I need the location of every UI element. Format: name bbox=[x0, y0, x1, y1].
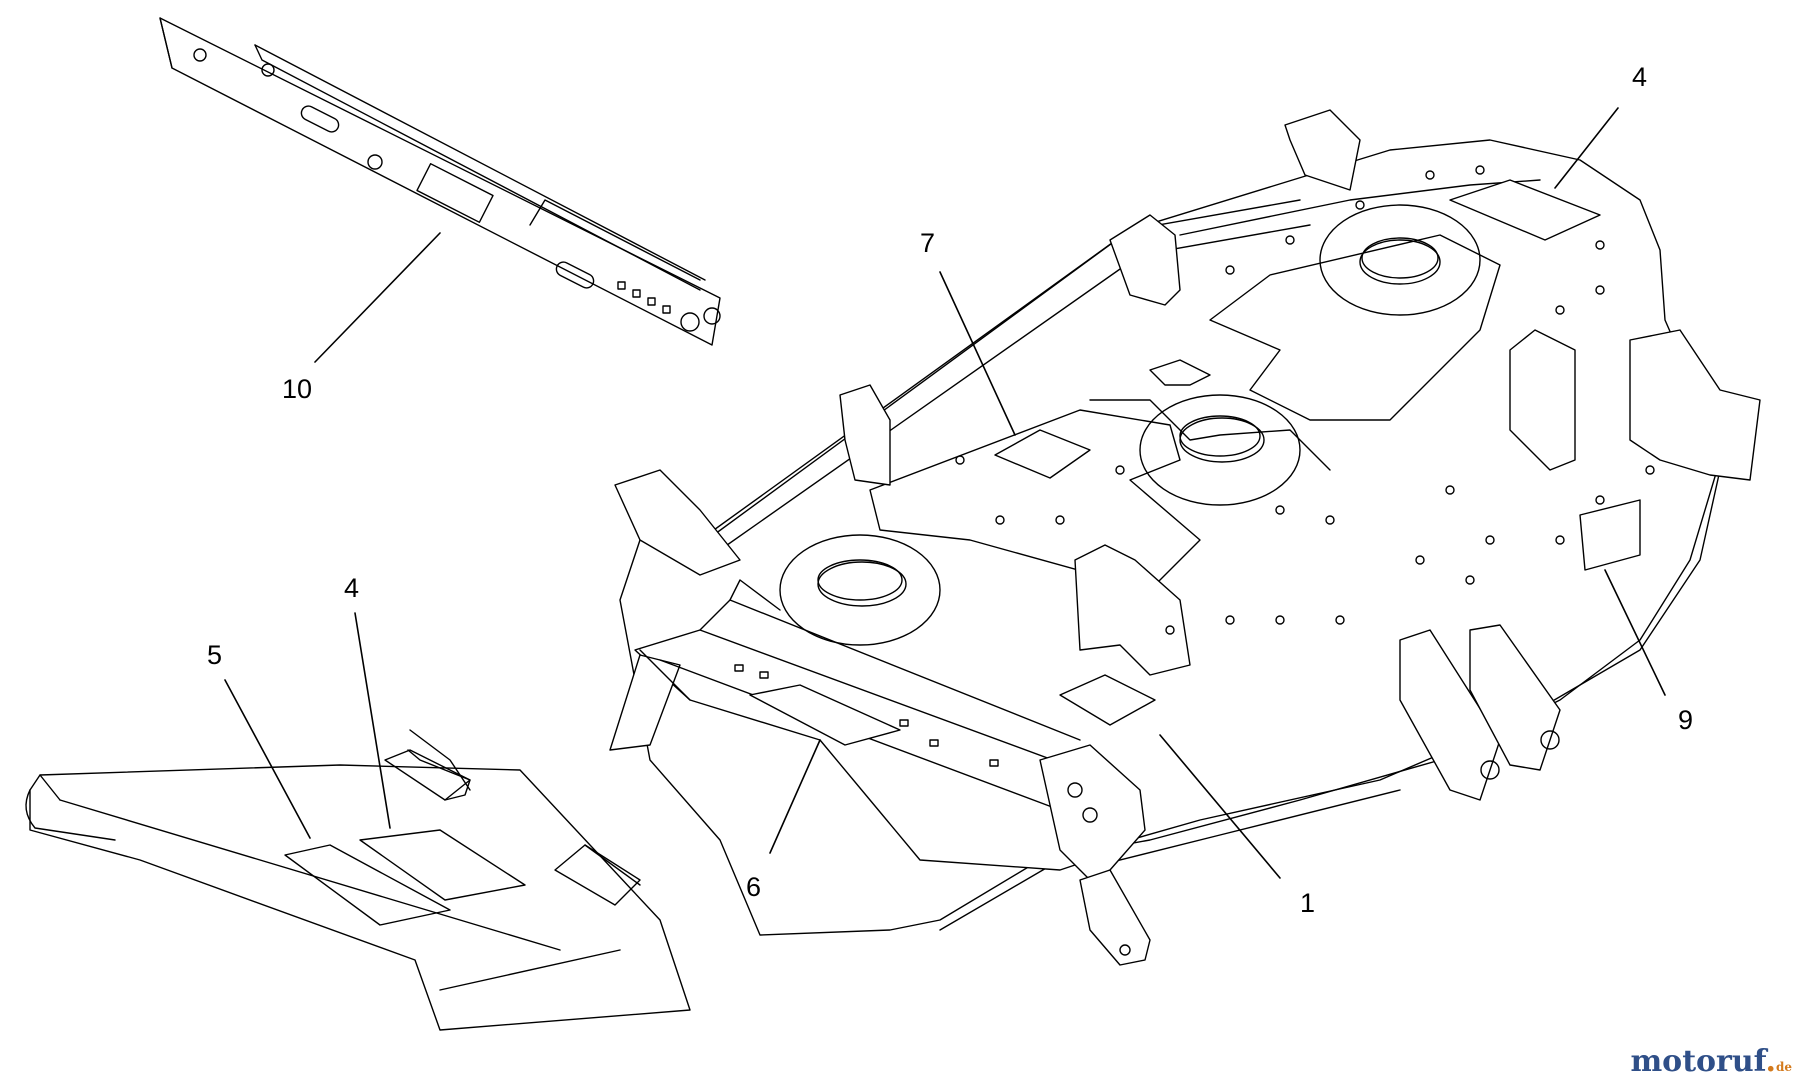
watermark-logo: motoruf.de bbox=[1630, 1044, 1792, 1079]
callout-6: 6 bbox=[746, 872, 761, 902]
leader-5 bbox=[224, 679, 311, 839]
callout-9: 9 bbox=[1678, 705, 1693, 735]
leader-4-left bbox=[354, 612, 391, 829]
leader-4-top bbox=[1554, 107, 1619, 189]
mounting-rail bbox=[159, 17, 721, 346]
callout-4-top: 4 bbox=[1632, 62, 1647, 92]
watermark-dot: . bbox=[1765, 1044, 1776, 1079]
leader-7 bbox=[939, 271, 1016, 436]
watermark-main: motoruf bbox=[1630, 1044, 1766, 1079]
leader-6 bbox=[769, 739, 821, 854]
leader-10 bbox=[314, 232, 441, 363]
callout-10: 10 bbox=[282, 374, 312, 404]
mower-deck bbox=[614, 109, 1761, 936]
callout-7: 7 bbox=[920, 228, 935, 258]
leader-9 bbox=[1604, 569, 1666, 696]
callout-labels: 10 7 4 4 5 6 1 9 bbox=[207, 62, 1693, 918]
deck-cover bbox=[25, 729, 691, 1031]
watermark-tld: de bbox=[1775, 1060, 1792, 1074]
callout-1: 1 bbox=[1300, 888, 1315, 918]
callout-4-left: 4 bbox=[344, 573, 359, 603]
leader-lines bbox=[224, 107, 1666, 879]
front-shield bbox=[609, 579, 1151, 966]
leader-1 bbox=[1159, 734, 1281, 879]
callout-5: 5 bbox=[207, 640, 222, 670]
